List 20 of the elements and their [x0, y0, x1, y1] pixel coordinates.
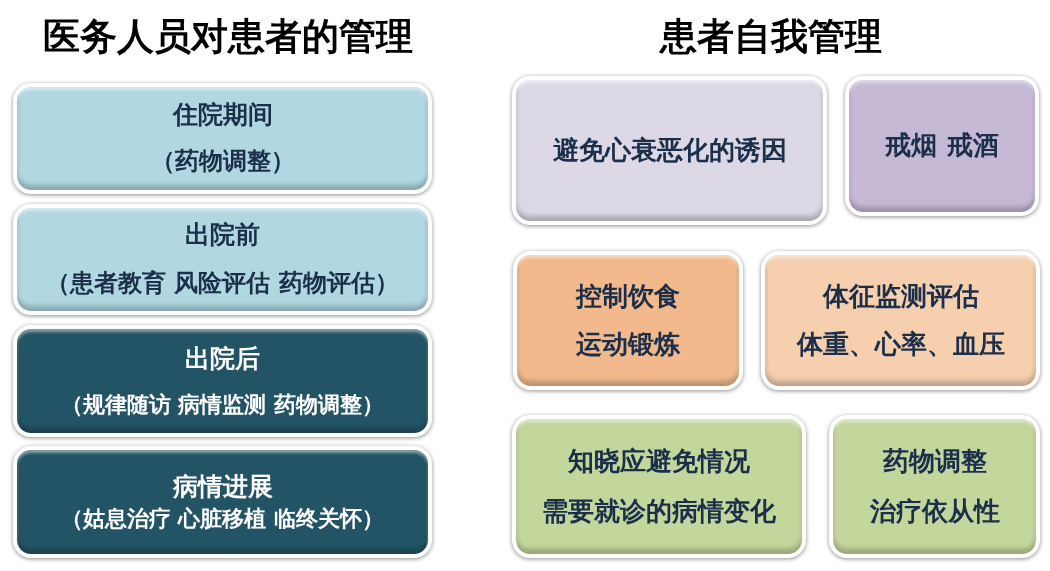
box-title: 出院后 — [185, 344, 260, 374]
box-text: 运动锻炼 — [576, 329, 680, 360]
box-title: 避免心衰恶化的诱因 — [552, 135, 787, 166]
box-title: 出院前 — [185, 221, 260, 251]
box-text: 需要就诊的病情变化 — [542, 496, 776, 527]
box-text: （患者教育 风险评估 药物评估） — [46, 270, 399, 298]
column-heading: 医务人员对患者的管理 — [43, 17, 413, 58]
box-title: 药物调整 — [882, 446, 987, 477]
box-title: 体征监测评估 — [822, 281, 979, 312]
box-text: （药物调整） — [150, 148, 295, 176]
box-text: 体重、心率、血压 — [796, 329, 1005, 360]
box-title: 控制饮食 — [576, 281, 680, 312]
column-heading: 患者自我管理 — [660, 17, 882, 58]
box-text: （规律随访 病情监测 药物调整） — [60, 391, 385, 417]
box-text: 治疗依从性 — [869, 496, 1000, 527]
box-title: 知晓应避免情况 — [568, 446, 750, 477]
box-title: 戒烟 戒酒 — [885, 131, 999, 161]
box-text: （姑息治疗 心脏移植 临终关怀） — [60, 505, 385, 531]
box-title: 住院期间 — [172, 101, 273, 131]
box-title: 病情进展 — [172, 472, 273, 502]
